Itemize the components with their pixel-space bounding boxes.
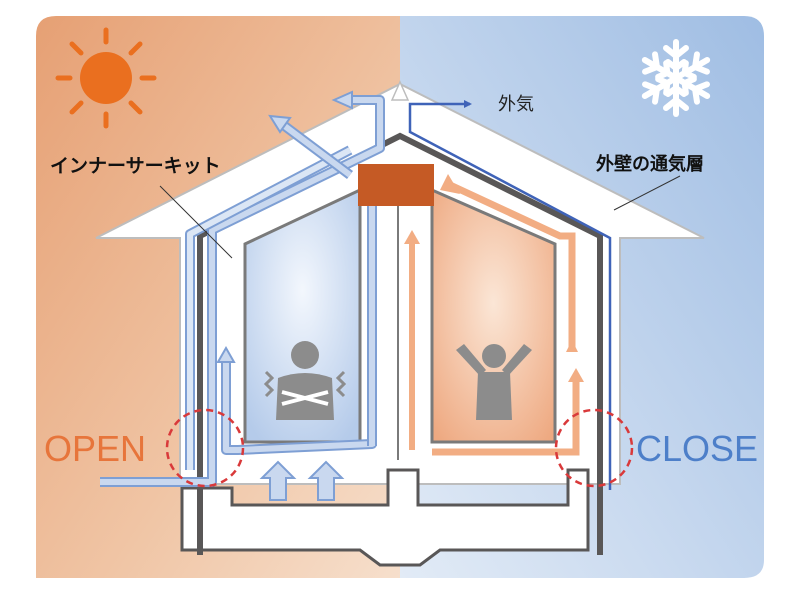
warm-arrowheads: [404, 174, 584, 382]
open-marker-circle: [165, 408, 245, 488]
cheering-person-icon: [456, 344, 532, 420]
inner-circuit-leader: [159, 185, 233, 259]
sun-icon: [55, 27, 157, 129]
exterior-air-label: 外気: [498, 94, 534, 115]
close-label: CLOSE: [636, 428, 758, 469]
exterior-wall-vent-airflow: [408, 100, 612, 490]
inner-circuit-airflow: [100, 95, 385, 487]
shivering-person-icon: [263, 341, 347, 420]
close-marker-circle: [554, 408, 634, 488]
damper-box: [358, 164, 434, 206]
warm-airflow: [409, 180, 580, 456]
foundation: [180, 468, 590, 567]
inner-circuit-label: インナーサーキット: [50, 155, 221, 177]
roof-vent: [390, 80, 410, 101]
vent-layer-leader: [613, 175, 681, 211]
warm-room: [430, 187, 557, 444]
snowflake-icon: [640, 39, 712, 114]
house-walls: [197, 132, 603, 555]
inner-circuit-arrowheads: [216, 90, 353, 501]
open-label: OPEN: [44, 428, 146, 469]
exterior-wall-vent-layer-label: 外壁の通気層: [596, 153, 704, 175]
